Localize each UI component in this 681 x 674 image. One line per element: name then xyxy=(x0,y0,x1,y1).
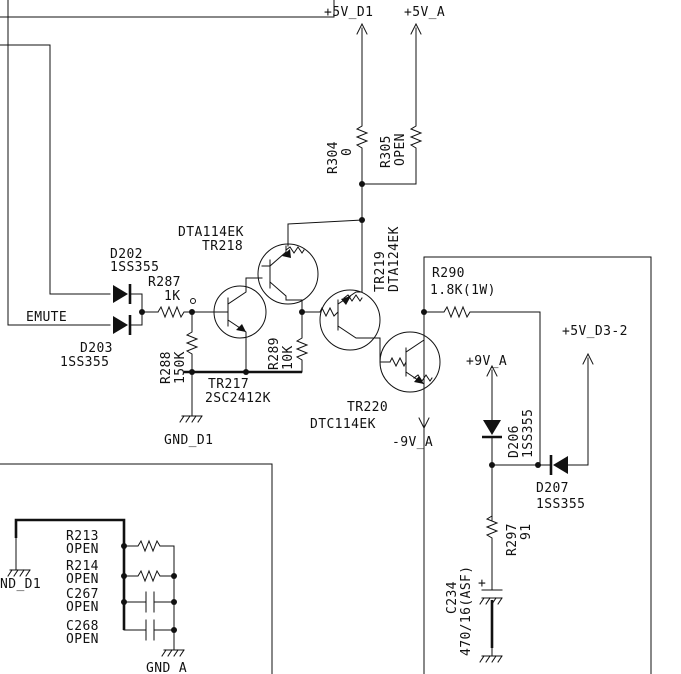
tr218-ref: TR218 xyxy=(202,239,243,254)
r287-resistor-symbol xyxy=(157,305,193,319)
c234-ref: C234 xyxy=(445,581,460,614)
tr220-ref: TR220 xyxy=(347,400,388,415)
emute-label: EMUTE xyxy=(26,310,67,325)
tr219-transistor-symbol xyxy=(301,183,381,363)
rail-5v-d1-label: +5V_D1 xyxy=(324,5,373,20)
c234-capacitor-symbol xyxy=(479,583,503,663)
r287-value: 1K xyxy=(164,289,180,304)
junction-net-3 xyxy=(121,599,127,605)
c267-ref: C267 xyxy=(66,587,99,602)
tr218-transistor-symbol xyxy=(245,219,363,305)
junction-tr219-emitter xyxy=(359,217,365,223)
junction-net-4 xyxy=(171,573,177,579)
r288-resistor-symbol xyxy=(185,311,199,373)
r289-resistor-symbol xyxy=(285,299,309,373)
input-wiring xyxy=(0,0,159,326)
c267-value: OPEN xyxy=(66,600,99,615)
r214-ref: R214 xyxy=(66,559,99,574)
d207-type: 1SS355 xyxy=(536,497,585,512)
tr219-type: DTA124EK xyxy=(387,226,402,292)
r290-ref: R290 xyxy=(432,266,465,281)
d206-diode-symbol xyxy=(482,364,502,521)
r288-ref: R288 xyxy=(159,351,174,384)
r304-value: 0 xyxy=(340,148,355,156)
d206-type: 1SS355 xyxy=(521,409,536,458)
junction-gnd-r288 xyxy=(189,369,195,375)
d203-diode-symbol xyxy=(113,315,132,335)
r289-value: 10K xyxy=(281,345,296,370)
r213-value: OPEN xyxy=(66,542,99,557)
r304-ref: R304 xyxy=(326,141,341,174)
test-point-r287 xyxy=(190,298,196,304)
r297-ref: R297 xyxy=(505,523,520,556)
d207-ref: D207 xyxy=(536,481,569,496)
r214-value: OPEN xyxy=(66,572,99,587)
r288-value: 150K xyxy=(173,351,188,384)
supply-rails xyxy=(355,22,423,185)
junction-diodes xyxy=(139,309,145,315)
tr217-transistor-symbol xyxy=(191,277,267,373)
c268-ref: C268 xyxy=(66,619,99,634)
d202-ref: D202 xyxy=(110,247,143,262)
rail-5v-d3-2-label: +5V_D3-2 xyxy=(562,324,628,339)
junction-d206 xyxy=(489,462,495,468)
tr220-type: DTC114EK xyxy=(310,417,376,432)
r297-resistor-symbol xyxy=(485,515,499,585)
rail-9v-a-label: +9V_A xyxy=(466,354,507,369)
r305-value: OPEN xyxy=(393,133,408,166)
tr217-type: 2SC2412K xyxy=(205,391,271,406)
rail-5v-a-label: +5V_A xyxy=(404,5,445,20)
rail-neg-9v-label: -9V_A xyxy=(392,435,433,450)
junction-d207 xyxy=(535,462,541,468)
c234-polarity-mark: + xyxy=(478,576,486,591)
r297-value: 91 xyxy=(519,524,534,540)
d206-ref: D206 xyxy=(507,425,522,458)
r213-ref: R213 xyxy=(66,529,99,544)
junction-net-6 xyxy=(171,627,177,633)
junction-net-1 xyxy=(121,543,127,549)
tr218-type: DTA114EK xyxy=(178,225,244,240)
r305-ref: R305 xyxy=(379,135,394,168)
gnd-d1-label: GND_D1 xyxy=(164,433,213,448)
d207-diode-symbol xyxy=(491,352,594,475)
r287-ref: R287 xyxy=(148,275,181,290)
tr219-ref: TR219 xyxy=(373,251,388,292)
junction-r304-r305 xyxy=(359,181,365,187)
d203-type: 1SS355 xyxy=(60,355,109,370)
junction-net-5 xyxy=(171,599,177,605)
d202-type: 1SS355 xyxy=(110,260,159,275)
block-outlines xyxy=(0,0,652,674)
tr220-transistor-symbol xyxy=(379,311,441,430)
r290-resistor-symbol xyxy=(423,305,541,466)
junction-gnd-tr217 xyxy=(243,369,249,375)
tr217-ref: TR217 xyxy=(208,377,249,392)
r289-ref: R289 xyxy=(267,337,282,370)
d202-diode-symbol xyxy=(113,284,132,304)
junction-net-2 xyxy=(121,573,127,579)
c268-value: OPEN xyxy=(66,632,99,647)
c234-value: 470/16(ASF) xyxy=(459,566,474,657)
gnd-a-label: GND_A xyxy=(146,661,187,674)
r290-value: 1.8K(1W) xyxy=(430,283,496,298)
junction-r290 xyxy=(421,309,427,315)
gnd-d1-left-label: ND_D1 xyxy=(0,577,41,592)
d203-ref: D203 xyxy=(80,341,113,356)
